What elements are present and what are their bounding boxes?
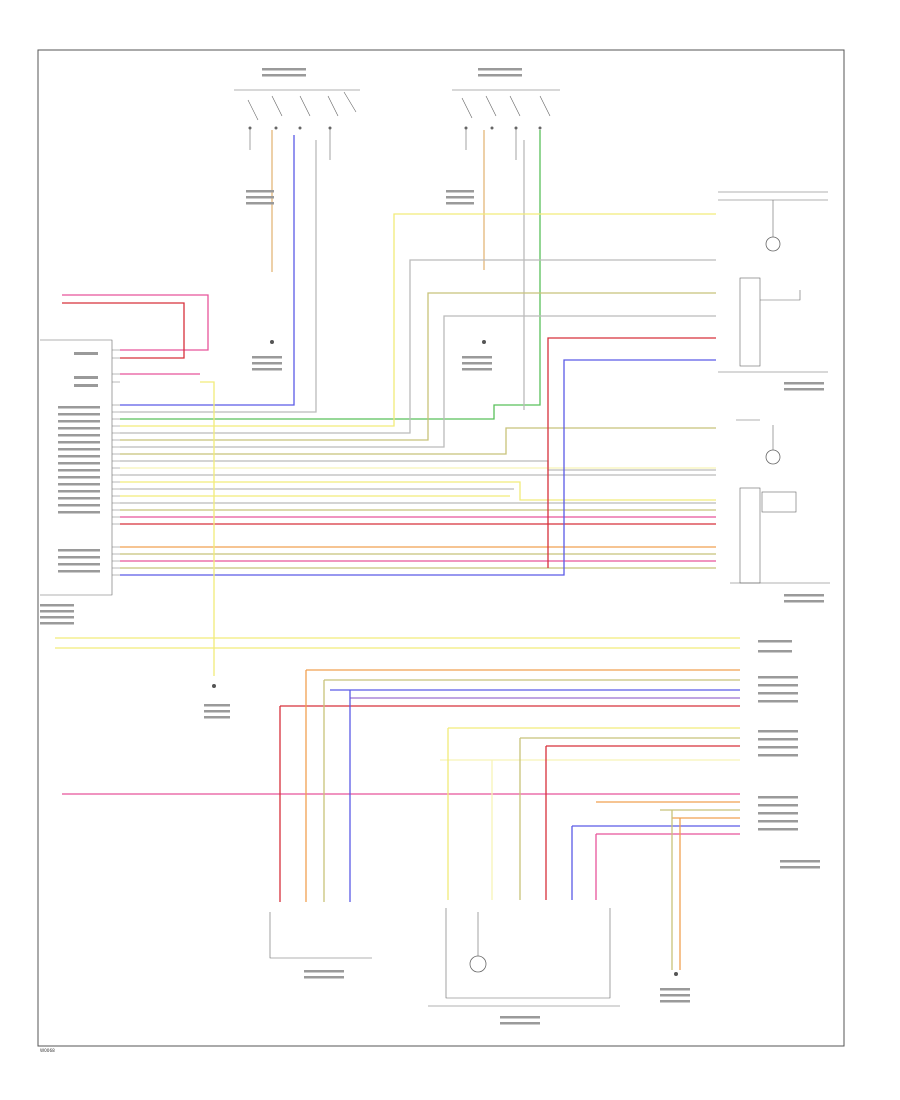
lower-right-actuator <box>730 419 830 584</box>
wire-group-lower-verticals <box>279 670 681 970</box>
diagram-code: W0068 <box>40 1048 55 1053</box>
left-switch-assembly <box>234 89 360 160</box>
tiny-labels <box>40 68 824 1025</box>
wire-group-switch-droppers <box>120 130 541 420</box>
wire-group-lower <box>55 637 740 835</box>
lower-motor-icon <box>765 449 781 465</box>
diagram-frame <box>37 49 845 1047</box>
wire-group-main-bundle <box>120 213 716 576</box>
left-module <box>40 339 120 596</box>
right-switch-assembly <box>452 89 560 160</box>
lower-motor-icon <box>469 955 487 973</box>
left-module-pins <box>112 349 120 576</box>
lower-left-component <box>269 912 372 959</box>
lower-center-component <box>428 908 620 1007</box>
upper-right-actuator <box>718 191 828 373</box>
wire-group-top-left <box>62 294 209 375</box>
ground-symbols <box>212 340 678 976</box>
upper-motor-icon <box>765 236 781 252</box>
wire-group-ground <box>200 381 215 676</box>
